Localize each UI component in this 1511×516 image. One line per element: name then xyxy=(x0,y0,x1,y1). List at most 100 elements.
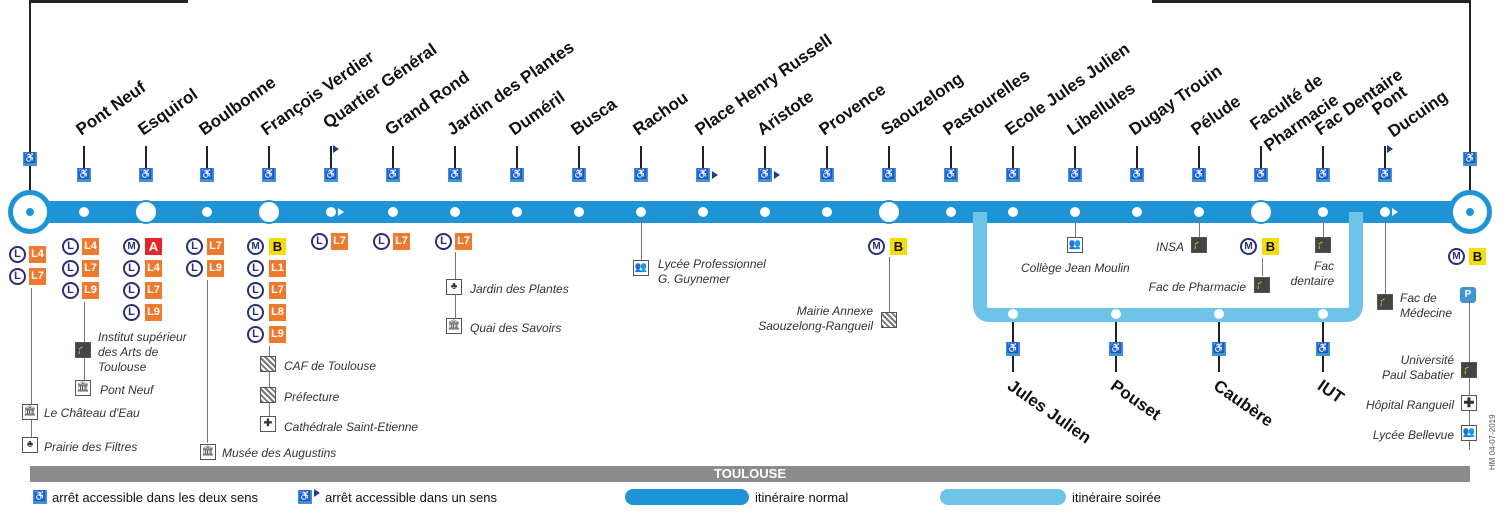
line-badge-l4[interactable]: L4 xyxy=(82,238,99,255)
stop-dot[interactable] xyxy=(636,207,646,217)
hospital-icon: ✚ xyxy=(1461,395,1477,411)
line-badge-l7[interactable]: L7 xyxy=(393,233,410,250)
line-badge-l9[interactable]: L9 xyxy=(145,304,162,321)
poi-fac-pharma[interactable]: Fac de Pharmacie xyxy=(1148,280,1246,294)
line-badge-l7[interactable]: L7 xyxy=(29,268,46,285)
stop-dot[interactable] xyxy=(388,207,398,217)
poi-univ-2[interactable]: Paul Sabatier xyxy=(1381,368,1454,382)
stop-dot[interactable] xyxy=(698,207,708,217)
line-badge-l8[interactable]: L8 xyxy=(269,304,286,321)
school-icon: 👥 xyxy=(633,260,649,276)
line-badge-l7[interactable]: L7 xyxy=(207,238,224,255)
linéo-icon: L xyxy=(247,260,264,277)
stop-dot[interactable] xyxy=(574,207,584,217)
poi-connector xyxy=(207,280,208,443)
line-badge-l9[interactable]: L9 xyxy=(207,260,224,277)
stop-ring-faculte-pharmacie[interactable] xyxy=(1249,200,1273,224)
metro-badge-b[interactable]: B xyxy=(890,238,907,255)
terminus-right[interactable] xyxy=(1448,190,1492,234)
accessible-icon: ♿ xyxy=(510,168,524,182)
poi-prairie[interactable]: Prairie des Filtres xyxy=(44,440,138,454)
stop-dot[interactable] xyxy=(1111,309,1121,319)
stop-dot[interactable] xyxy=(1214,309,1224,319)
stop-label-rachou[interactable]: Rachou xyxy=(629,87,692,140)
terminus-left[interactable] xyxy=(8,190,52,234)
stop-label-busca[interactable]: Busca xyxy=(567,94,621,140)
line-badge-l7[interactable]: L7 xyxy=(269,282,286,299)
poi-cathedrale[interactable]: Cathédrale Saint-Etienne xyxy=(284,420,419,434)
poi-institut-1[interactable]: Institut supérieur xyxy=(98,330,187,344)
line-badge-l4[interactable]: L4 xyxy=(29,246,46,263)
poi-fac-med-2[interactable]: Médecine xyxy=(1400,306,1453,320)
top-right-bar xyxy=(1152,0,1470,3)
stop-label-caubere[interactable]: Caubère xyxy=(1210,376,1277,431)
line-badge-l7[interactable]: L7 xyxy=(331,233,348,250)
poi-insa[interactable]: INSA xyxy=(1156,240,1185,254)
stop-dot[interactable] xyxy=(450,207,460,217)
poi-fac-dent-2[interactable]: dentaire xyxy=(1290,274,1334,288)
stop-dot[interactable] xyxy=(1194,207,1204,217)
stop-dot[interactable] xyxy=(760,207,770,217)
stop-ring-francois-verdier[interactable] xyxy=(257,200,281,224)
linéo-icon: L xyxy=(62,238,79,255)
linéo-icon: L xyxy=(123,260,140,277)
stop-ring-esquirol[interactable] xyxy=(134,200,158,224)
stop-dot[interactable] xyxy=(79,207,89,217)
stop-tick xyxy=(1198,146,1200,174)
poi-lycee-pro-1[interactable]: Lycée Professionnel xyxy=(658,257,766,271)
stop-tick xyxy=(392,146,394,174)
accessible-icon: ♿ xyxy=(324,168,338,182)
stop-dot[interactable] xyxy=(822,207,832,217)
stop-dot[interactable] xyxy=(512,207,522,217)
poi-connector xyxy=(1199,220,1200,238)
poi-jardin[interactable]: Jardin des Plantes xyxy=(470,282,569,296)
poi-caf[interactable]: CAF de Toulouse xyxy=(284,359,377,373)
line-badge-l9[interactable]: L9 xyxy=(82,282,99,299)
poi-univ-1[interactable]: Université xyxy=(1400,353,1454,367)
poi-institut-2[interactable]: des Arts de xyxy=(98,345,159,359)
line-badge-l4[interactable]: L4 xyxy=(145,260,162,277)
stop-dot[interactable] xyxy=(1070,207,1080,217)
stop-label-pelude[interactable]: Pélude xyxy=(1187,91,1245,140)
poi-prefecture[interactable]: Préfecture xyxy=(284,390,340,404)
line-badge-l7[interactable]: L7 xyxy=(455,233,472,250)
poi-musee[interactable]: Musée des Augustins xyxy=(222,446,337,460)
poi-mairie-1[interactable]: Mairie Annexe xyxy=(796,304,873,318)
metro-badge-a[interactable]: A xyxy=(145,238,162,255)
stop-dot[interactable] xyxy=(326,207,336,217)
poi-quai[interactable]: Quai des Savoirs xyxy=(470,321,562,335)
metro-badge-b[interactable]: B xyxy=(1262,238,1279,255)
stop-dot[interactable] xyxy=(1008,309,1018,319)
monument-icon: 🏛 xyxy=(22,404,38,420)
poi-pont-neuf[interactable]: Pont Neuf xyxy=(100,383,154,397)
stop-label-pont-neuf[interactable]: Pont Neuf xyxy=(72,77,150,140)
stop-label-jules-julien[interactable]: Jules Julien xyxy=(1004,376,1095,448)
line-badge-l7[interactable]: L7 xyxy=(82,260,99,277)
poi-lycee-bellevue[interactable]: Lycée Bellevue xyxy=(1372,428,1454,442)
graduation-cap-icon: 🎓 xyxy=(1254,277,1270,293)
poi-fac-med-1[interactable]: Fac de xyxy=(1400,291,1437,305)
stop-label-pouset[interactable]: Pouset xyxy=(1107,376,1165,425)
stop-dot[interactable] xyxy=(1318,309,1328,319)
poi-mairie-2[interactable]: Saouzelong-Rangueil xyxy=(758,319,873,333)
poi-chateau-eau[interactable]: Le Château d'Eau xyxy=(44,406,140,420)
line-badge-l1[interactable]: L1 xyxy=(269,260,286,277)
stop-dot[interactable] xyxy=(202,207,212,217)
stop-dot[interactable] xyxy=(1318,207,1328,217)
metro-badge-b[interactable]: B xyxy=(1469,248,1486,265)
stop-dot[interactable] xyxy=(1008,207,1018,217)
graduation-cap-icon: 🎓 xyxy=(1377,294,1393,310)
poi-college[interactable]: Collège Jean Moulin xyxy=(1021,261,1130,275)
stop-dot[interactable] xyxy=(1132,207,1142,217)
stop-dot[interactable] xyxy=(1380,207,1390,217)
metro-badge-b[interactable]: B xyxy=(269,238,286,255)
poi-fac-dent-1[interactable]: Fac xyxy=(1313,259,1334,273)
line-badge-l7[interactable]: L7 xyxy=(145,282,162,299)
stop-ring-saouzelong[interactable] xyxy=(877,200,901,224)
line-badge-l9[interactable]: L9 xyxy=(269,326,286,343)
stop-label-provence[interactable]: Provence xyxy=(815,79,890,140)
poi-hopital[interactable]: Hôpital Rangueil xyxy=(1365,398,1454,412)
poi-institut-3[interactable]: Toulouse xyxy=(98,360,147,374)
poi-lycee-pro-2[interactable]: G. Guynemer xyxy=(658,272,731,286)
stop-dot[interactable] xyxy=(946,207,956,217)
